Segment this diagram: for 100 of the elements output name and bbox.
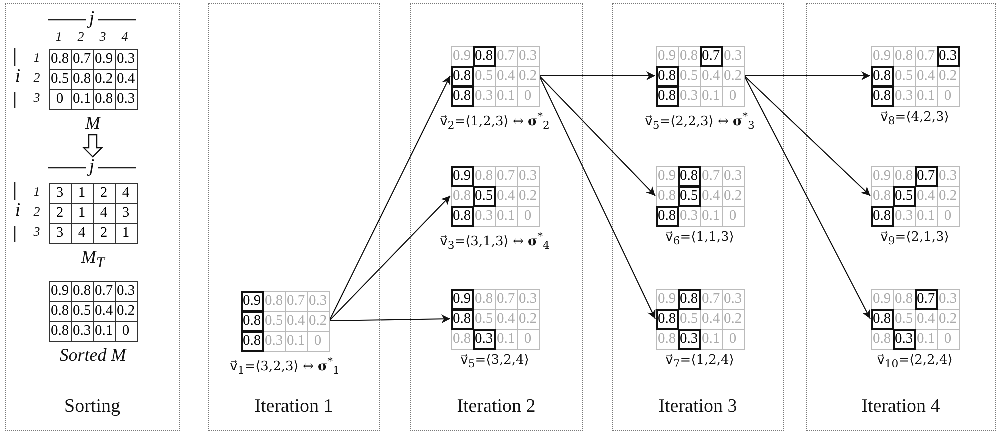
- matrix-cell: 0.8: [870, 329, 894, 350]
- matrix-cell: 0.2: [516, 309, 540, 330]
- matrix-cell: 0.7: [914, 289, 938, 310]
- matrix-cell: 0.8: [472, 46, 496, 67]
- matrix-cell: 0.5: [48, 69, 72, 90]
- matrix-cell: 0.9: [870, 166, 894, 187]
- arrow: [329, 76, 451, 322]
- panel-title: Iteration 4: [860, 396, 942, 418]
- matrix-cell: 0: [722, 206, 744, 227]
- matrix-cell: 0: [306, 331, 330, 352]
- matrix-caption: Sorted M: [60, 345, 126, 366]
- arrow: [744, 76, 871, 196]
- matrix-cell: 0.2: [722, 186, 744, 207]
- matrix-cell: 0.2: [936, 186, 960, 207]
- arrow: [744, 72, 870, 80]
- matrix-cell: 0.2: [936, 309, 960, 330]
- matrix-cell: 0.8: [678, 289, 700, 310]
- index-label: 2: [34, 70, 40, 86]
- matrix-cell: 0: [114, 321, 138, 342]
- panel-title: Iteration 1: [254, 396, 334, 418]
- matrix-cell: 1: [114, 223, 138, 244]
- matrix-cell: 0: [516, 329, 540, 350]
- matrix-cell: 0.8: [450, 186, 474, 207]
- matrix-cell: 0.8: [870, 206, 894, 227]
- matrix-cell: 0.9: [870, 46, 894, 67]
- matrix-cell: 0.3: [892, 329, 916, 350]
- arrow: [540, 72, 656, 80]
- matrix-cell: 0.2: [516, 66, 540, 87]
- vector-label: v⃗$_{6}$=⟨1,1,3⟩: [666, 230, 734, 248]
- matrix-cell: 0.7: [700, 46, 722, 67]
- matrix-cell: 3: [48, 183, 72, 204]
- vector-label: v⃗$_{7}$=⟨1,2,4⟩: [666, 353, 734, 371]
- panel: [612, 3, 784, 431]
- matrix-cell: 0.8: [656, 206, 678, 227]
- matrix-cell: 0.9: [450, 46, 474, 67]
- matrix-cell: 0.8: [450, 86, 474, 107]
- matrix-cell: 0: [936, 86, 960, 107]
- matrix-cell: 0.8: [656, 186, 678, 207]
- vector-label: v⃗$_{10}$=⟨2,2,4⟩: [877, 353, 953, 371]
- matrix-cell: 0.9: [870, 289, 894, 310]
- matrix-cell: 0.3: [114, 281, 138, 302]
- matrix-cell: 0.5: [472, 186, 496, 207]
- arrow: [329, 196, 451, 322]
- matrix-cell: 0.3: [472, 329, 496, 350]
- index-label: i: [15, 66, 21, 88]
- matrix-cell: 0.8: [48, 49, 72, 70]
- index-label: 3: [34, 90, 40, 106]
- matrix-cell: 0.3: [516, 166, 540, 187]
- matrix-cell: 0.8: [656, 86, 678, 107]
- matrix-cell: 0.5: [892, 186, 916, 207]
- vector-label: v⃗$_{5}$=⟨3,2,4⟩: [460, 353, 530, 371]
- arrow: [539, 76, 656, 320]
- matrix-cell: 0.3: [936, 46, 960, 67]
- matrix-cell: 0.3: [678, 329, 700, 350]
- index-label: 2: [34, 204, 40, 220]
- matrix-cell: 0: [722, 86, 744, 107]
- matrix-cell: 0: [936, 206, 960, 227]
- matrix-cell: 0.3: [306, 291, 330, 312]
- matrix-cell: 0.8: [450, 309, 474, 330]
- matrix-cell: 0.8: [656, 309, 678, 330]
- index-label: j: [89, 156, 95, 178]
- index-label: 1: [34, 184, 40, 200]
- matrix-cell: 0.8: [48, 301, 72, 322]
- panel: [410, 3, 583, 431]
- matrix-cell: 0: [516, 206, 540, 227]
- index-label: j: [89, 8, 95, 30]
- panel: [5, 3, 180, 431]
- index-label: 3: [34, 224, 40, 240]
- matrix-caption: M$_{T}$: [81, 247, 105, 273]
- arrow: [330, 314, 450, 324]
- panel-title: Iteration 3: [658, 396, 738, 418]
- panel-title: Sorting: [64, 396, 122, 418]
- matrix-cell: 0.2: [722, 66, 744, 87]
- matrix-cell: 0.8: [870, 309, 894, 330]
- panel-title: Iteration 2: [456, 396, 537, 418]
- matrix-cell: 0: [722, 329, 744, 350]
- matrix-caption: M: [86, 113, 100, 134]
- matrix-cell: 0: [936, 329, 960, 350]
- matrix-cell: 0.8: [48, 321, 72, 342]
- matrix-cell: 0.8: [870, 186, 894, 207]
- index-label: 4: [122, 29, 128, 45]
- matrix-cell: 0.5: [678, 186, 700, 207]
- index-label: 1: [56, 29, 62, 45]
- index-label: 3: [100, 29, 106, 45]
- matrix-cell: 0.3: [722, 289, 744, 310]
- matrix-cell: 0.9: [450, 166, 474, 187]
- matrix-cell: 4: [114, 183, 138, 204]
- matrix-cell: 0.9: [656, 46, 678, 67]
- matrix-cell: 0.7: [914, 166, 938, 187]
- matrix-cell: 0.8: [870, 86, 894, 107]
- matrix-cell: 0.9: [48, 281, 72, 302]
- matrix-cell: 0: [48, 89, 72, 110]
- matrix-cell: 0.3: [516, 289, 540, 310]
- panel: [806, 3, 996, 431]
- arrow: [744, 76, 871, 320]
- hollow-arrow: [82, 134, 104, 158]
- index-label: 1: [34, 50, 40, 66]
- matrix-cell: 0.3: [114, 49, 138, 70]
- matrix-cell: 0.8: [656, 329, 678, 350]
- matrix-cell: 0.9: [656, 166, 678, 187]
